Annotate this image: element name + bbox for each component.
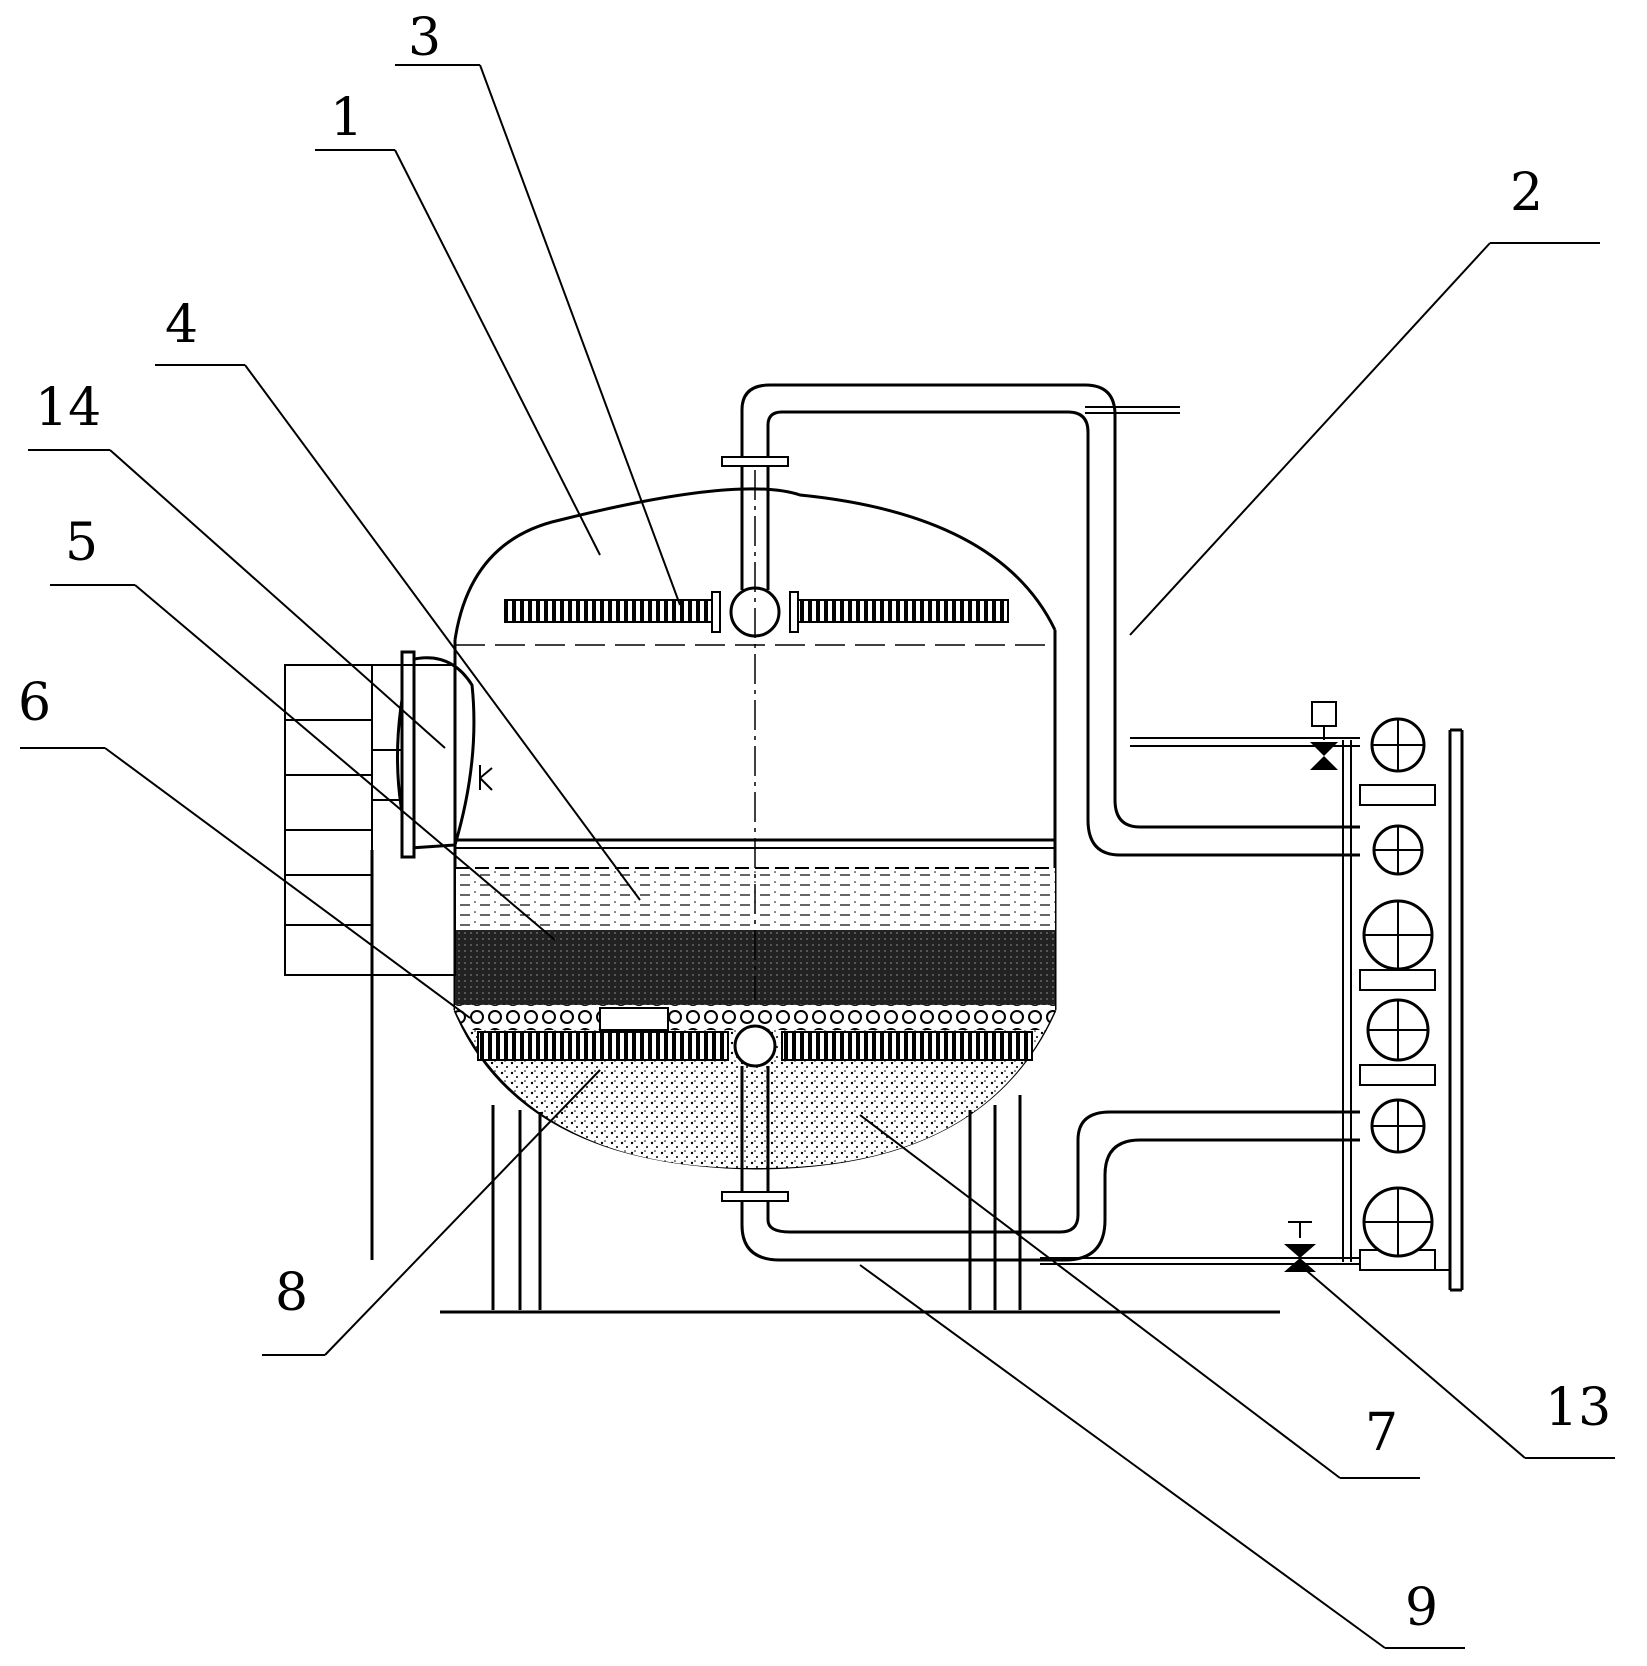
callout-3: 3: [408, 8, 441, 68]
callout-7: 7: [1365, 1403, 1398, 1463]
top-stub-pipe: [721, 456, 789, 590]
callout-8: 8: [275, 1263, 308, 1323]
callout-9: 9: [1405, 1578, 1438, 1638]
support-legs: [440, 1095, 1280, 1314]
leader-lines: [20, 64, 1615, 1649]
callout-1: 1: [330, 88, 363, 148]
bottom-stub-pipe: [721, 1066, 789, 1202]
manhole-14: [372, 650, 493, 859]
callout-5: 5: [65, 513, 98, 573]
right-manifold: [1342, 728, 1464, 1292]
callout-4: 4: [165, 295, 198, 355]
top-distributor: [504, 586, 1009, 638]
tank-top-dome: [453, 487, 1057, 641]
callout-13: 13: [1545, 1378, 1611, 1438]
callout-6: 6: [18, 673, 51, 733]
callout-14: 14: [35, 378, 101, 438]
callout-labels: 3 1 2 4 14 5 6 8 7 13 9: [18, 8, 1611, 1638]
bottom-collector: [477, 1024, 1033, 1068]
side-ladder: [284, 664, 456, 1260]
upper-valve: [1310, 701, 1338, 770]
callout-2: 2: [1510, 163, 1543, 223]
flowmeters: [1362, 717, 1434, 1258]
